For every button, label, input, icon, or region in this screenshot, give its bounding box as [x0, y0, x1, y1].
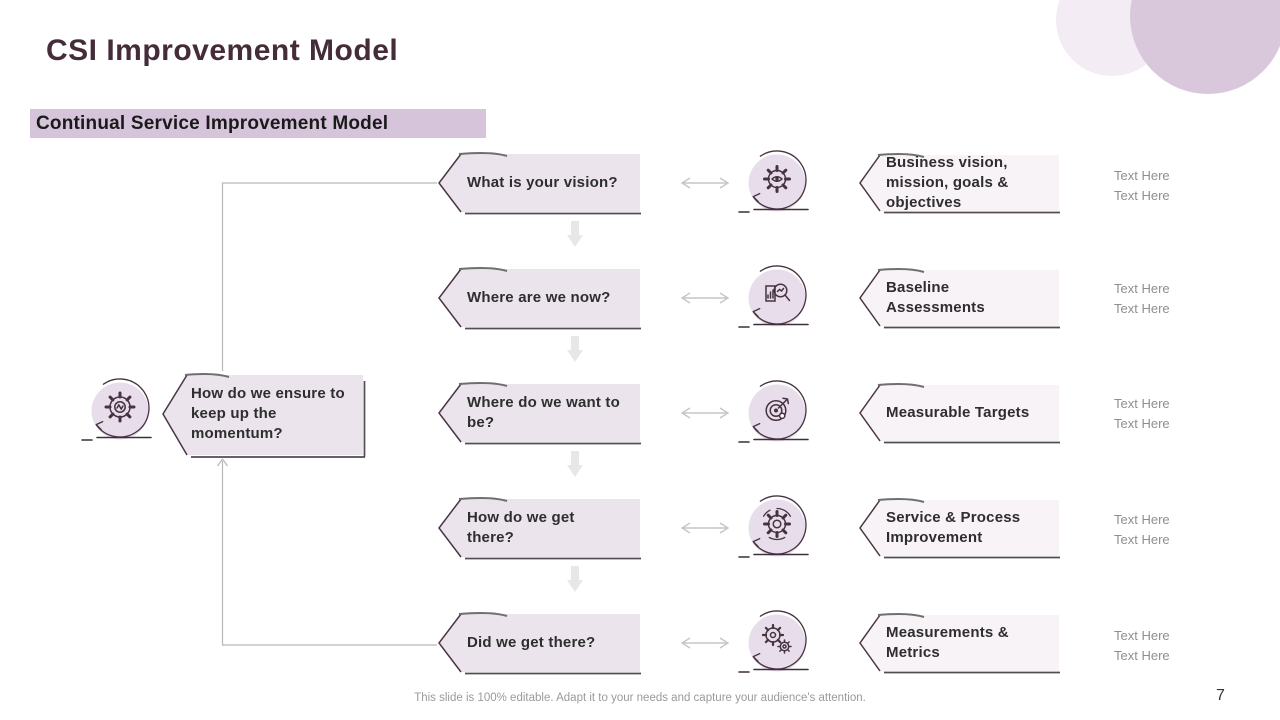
gear-cycle-icon	[738, 495, 809, 558]
question-banner: Where do we want to be?	[437, 381, 643, 448]
side-notes: Text Here Text Here	[1114, 626, 1194, 665]
answer-label: Service & Process Improvement	[886, 509, 1021, 546]
flow-down-arrow-icon	[567, 221, 583, 247]
note-text: Text Here	[1114, 396, 1170, 411]
side-notes: Text Here Text Here	[1114, 279, 1194, 318]
note-text: Text Here	[1114, 187, 1170, 203]
flow-down-arrow-icon	[567, 336, 583, 362]
question-label: How do we get there?	[467, 509, 575, 546]
question-banner: What is your vision?	[437, 151, 643, 218]
magnifier-chart-icon	[738, 265, 809, 328]
vision-gear-eye-icon	[738, 150, 809, 213]
answer-banner: Baseline Assessments	[858, 267, 1061, 332]
page-number: 7	[1216, 687, 1225, 704]
note-text: Text Here	[1114, 281, 1170, 296]
answer-banner: Business vision, mission, goals & object…	[858, 152, 1061, 217]
note-text: Text Here	[1114, 628, 1170, 643]
double-arrow-icon	[680, 292, 730, 304]
page-title: CSI Improvement Model	[46, 34, 399, 67]
answer-banner: Service & Process Improvement	[858, 497, 1061, 562]
gear-pulse-icon	[81, 378, 152, 441]
question-label: Where are we now?	[467, 289, 611, 306]
double-arrow-icon	[680, 522, 730, 534]
question-banner: Did we get there?	[437, 611, 643, 678]
double-gears-icon	[738, 610, 809, 673]
note-text: Text Here	[1114, 168, 1170, 183]
momentum-banner: How do we ensure to keep up the momentum…	[161, 371, 367, 461]
side-notes: Text Here Text Here	[1114, 166, 1194, 205]
double-arrow-icon	[680, 407, 730, 419]
side-notes: Text Here Text Here	[1114, 510, 1194, 549]
answer-label: Measurements & Metrics	[886, 624, 1009, 661]
target-dart-icon	[738, 380, 809, 443]
note-text: Text Here	[1114, 300, 1170, 316]
question-label: Did we get there?	[467, 634, 596, 651]
question-label: Where do we want to be?	[467, 394, 620, 431]
question-banner: How do we get there?	[437, 496, 643, 563]
answer-banner: Measurable Targets	[858, 382, 1061, 447]
double-arrow-icon	[680, 177, 730, 189]
answer-label: Business vision, mission, goals & object…	[886, 154, 1009, 211]
footer-note: This slide is 100% editable. Adapt it to…	[414, 692, 866, 704]
note-text: Text Here	[1114, 531, 1170, 547]
question-banner: Where are we now?	[437, 266, 643, 333]
double-arrow-icon	[680, 637, 730, 649]
question-label: What is your vision?	[467, 174, 618, 191]
subtitle-bar: Continual Service Improvement Model	[30, 109, 486, 138]
note-text: Text Here	[1114, 512, 1170, 527]
note-text: Text Here	[1114, 415, 1170, 431]
answer-label: Baseline Assessments	[886, 279, 985, 316]
note-text: Text Here	[1114, 647, 1170, 663]
flow-down-arrow-icon	[567, 566, 583, 592]
flow-down-arrow-icon	[567, 451, 583, 477]
answer-banner: Measurements & Metrics	[858, 612, 1061, 677]
answer-label: Measurable Targets	[886, 404, 1030, 421]
momentum-label: How do we ensure to keep up the momentum…	[191, 384, 345, 442]
side-notes: Text Here Text Here	[1114, 394, 1194, 433]
